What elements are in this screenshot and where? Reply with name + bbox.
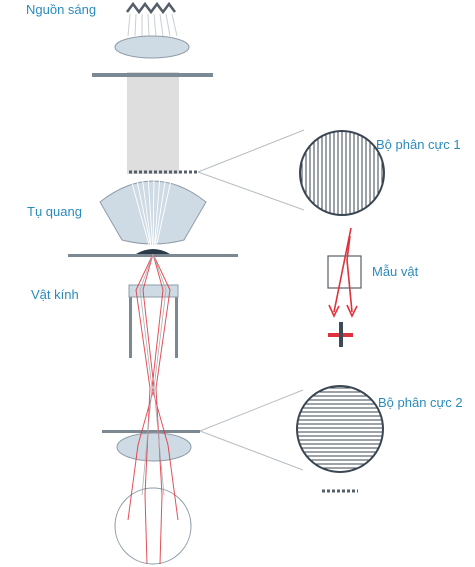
polarizer-2-zoom [296, 385, 384, 473]
condenser-rays [129, 175, 173, 253]
condenser-lens [99, 180, 207, 245]
analyzer-plate [102, 430, 200, 433]
light-source-icon [125, 1, 178, 37]
field-plate [92, 73, 213, 77]
label-light-source: Nguồn sáng [26, 2, 96, 17]
grey-rays [139, 253, 167, 496]
label-polarizer-2: Bộ phân cực 2 [378, 395, 463, 410]
red-cross-icon [328, 322, 353, 347]
polarizer-1-zoom [299, 130, 385, 216]
label-objective: Vật kính [31, 287, 79, 302]
polarizer-2-connectors [199, 389, 304, 471]
polarizer-1-connectors [197, 129, 305, 211]
eyepiece-lens [116, 432, 192, 462]
label-polarizer-1: Bộ phân cực 1 [376, 137, 461, 152]
light-beam [127, 72, 179, 174]
collector-lens [114, 35, 190, 59]
specimen-detail [327, 227, 362, 347]
label-condenser: Tụ quang [27, 204, 82, 219]
label-specimen: Mẫu vật [372, 264, 419, 279]
eye [114, 487, 192, 565]
specimen-on-stage [136, 249, 170, 254]
